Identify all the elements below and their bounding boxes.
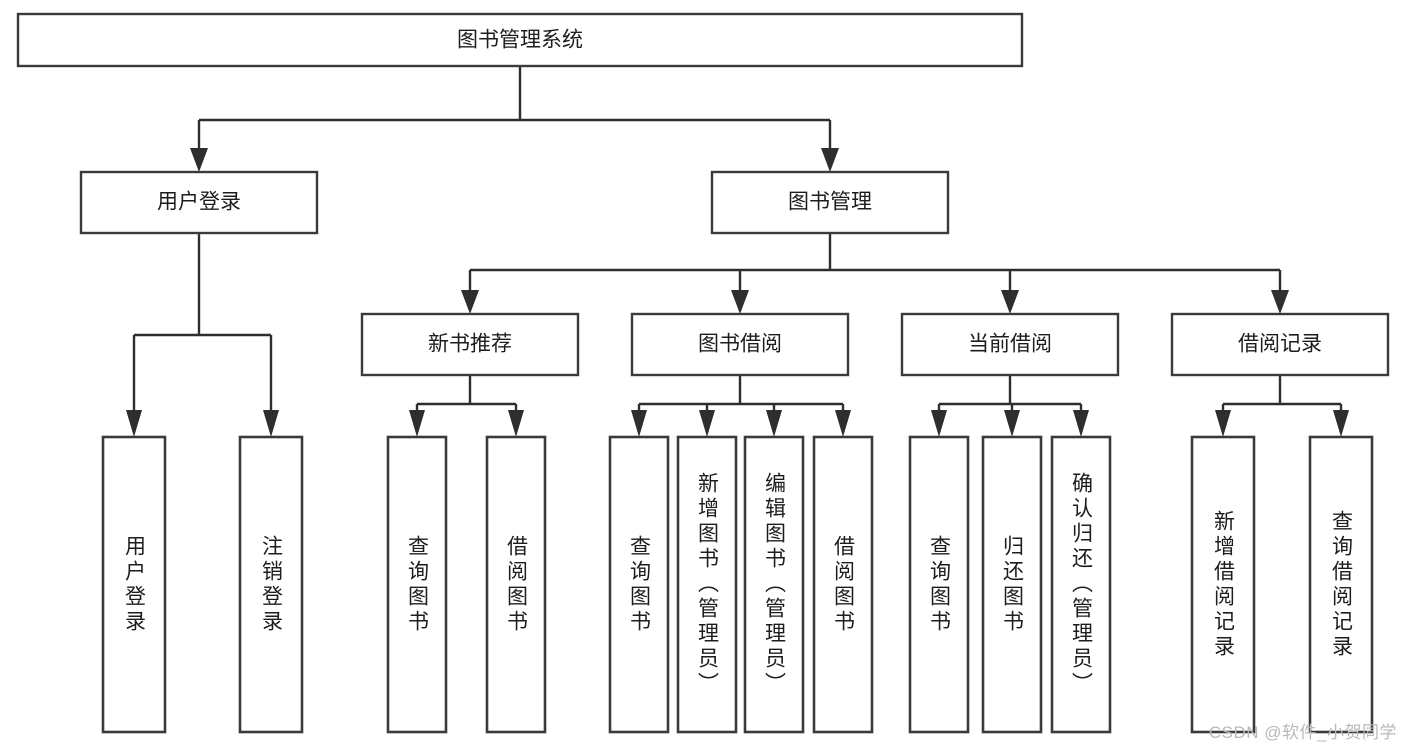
arrowhead-leaf-query-book-2	[631, 410, 647, 437]
arrowhead-leaf-logout	[263, 410, 279, 437]
node-current-borrow[interactable]: 当前借阅	[900, 312, 1120, 377]
arrowhead-leaf-add-record	[1215, 410, 1231, 437]
node-book-borrow[interactable]: 图书借阅	[630, 312, 850, 377]
node-book-manage-box[interactable]	[710, 170, 950, 235]
node-root-box[interactable]	[16, 12, 1024, 68]
node-current-borrow-label: 当前借阅	[968, 333, 1052, 356]
connector-layer	[126, 66, 1349, 437]
arrowhead-current-borrow	[1001, 290, 1019, 314]
leaf-box-borrow-book-2[interactable]	[812, 435, 874, 734]
node-borrow-record[interactable]: 借阅记录	[1170, 312, 1390, 377]
leaf-box-query-book-2[interactable]	[608, 435, 670, 734]
node-book-borrow-label: 图书借阅	[698, 333, 782, 356]
node-user-login-label: 用户登录	[157, 191, 241, 214]
node-borrow-record-label: 借阅记录	[1238, 333, 1322, 356]
leaf-box-query-record[interactable]	[1308, 435, 1374, 734]
node-user-login-box[interactable]	[79, 170, 319, 235]
arrowhead-leaf-edit-book	[766, 410, 782, 437]
leaf-box-logout[interactable]	[238, 435, 304, 734]
leaf-box-return-book[interactable]	[981, 435, 1043, 734]
arrowhead-leaf-add-book	[699, 410, 715, 437]
node-book-borrow-box[interactable]	[630, 312, 850, 377]
node-root[interactable]: 图书管理系统	[16, 12, 1024, 68]
arrowhead-book-borrow	[731, 290, 749, 314]
arrowhead-leaf-return-book	[1004, 410, 1020, 437]
leaf-box-add-record[interactable]	[1190, 435, 1256, 734]
arrowhead-leaf-borrow-book-2	[835, 410, 851, 437]
node-book-manage[interactable]: 图书管理	[710, 170, 950, 235]
leaf-box-query-book-1[interactable]	[386, 435, 448, 734]
arrowhead-user-login	[190, 148, 208, 172]
arrowhead-leaf-query-book-1	[409, 410, 425, 437]
leaf-box-borrow-book-1[interactable]	[485, 435, 547, 734]
node-new-book-recommend[interactable]: 新书推荐	[360, 312, 580, 377]
node-new-book-recommend-box[interactable]	[360, 312, 580, 377]
leaf-box-add-book[interactable]	[676, 435, 738, 734]
node-new-book-recommend-label: 新书推荐	[428, 333, 512, 356]
arrowhead-leaf-confirm-return	[1073, 410, 1089, 437]
node-root-label: 图书管理系统	[457, 29, 583, 52]
node-user-login[interactable]: 用户登录	[79, 170, 319, 235]
arrowhead-leaf-query-record	[1333, 410, 1349, 437]
arrowhead-book-manage	[821, 148, 839, 172]
csdn-watermark: CSDN @软件_小贺同学	[1208, 723, 1397, 742]
arrowhead-leaf-user-login	[126, 410, 142, 437]
leaf-box-user-login[interactable]	[101, 435, 167, 734]
leaf-box-confirm-return[interactable]	[1050, 435, 1112, 734]
leaf-box-edit-book[interactable]	[743, 435, 805, 734]
node-borrow-record-box[interactable]	[1170, 312, 1390, 377]
leaf-box-query-book-3[interactable]	[908, 435, 970, 734]
arrowhead-leaf-borrow-book-1	[508, 410, 524, 437]
node-current-borrow-box[interactable]	[900, 312, 1120, 377]
arrowhead-leaf-query-book-3	[931, 410, 947, 437]
arrowhead-new-book-recommend	[461, 290, 479, 314]
arrowhead-borrow-record	[1271, 290, 1289, 314]
node-book-manage-label: 图书管理	[788, 191, 872, 214]
